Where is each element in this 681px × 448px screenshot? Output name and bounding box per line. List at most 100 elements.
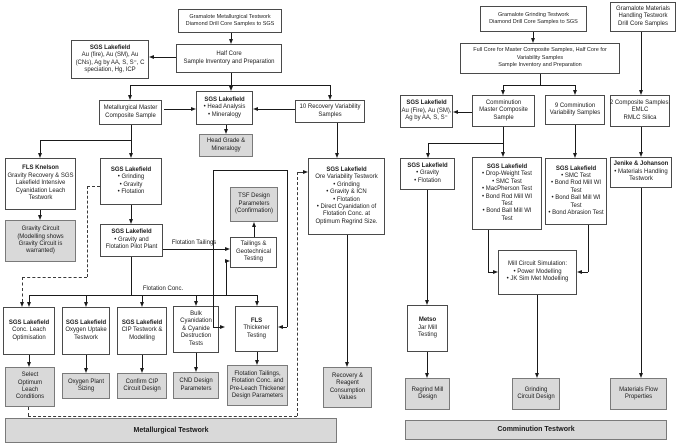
arrowhead (253, 106, 258, 111)
box-line: Ag by AA, S, S⁼ (405, 115, 448, 122)
box-title: SGS Lakefield (406, 100, 447, 107)
connector-line (196, 353, 197, 367)
box-line: CIP Testwork & (121, 327, 163, 334)
arrowhead (225, 258, 230, 263)
arrowhead (37, 215, 42, 220)
box-line: Test (501, 200, 513, 207)
arrowhead (228, 86, 233, 91)
arrowhead (139, 302, 144, 307)
arrowhead (254, 301, 259, 306)
connector-line (40, 210, 41, 215)
box-line: Bulk (190, 310, 202, 317)
box-line: Samples (318, 111, 342, 118)
edge-label-flotation-tailings: Flotation Tailings (171, 240, 217, 246)
arrowhead (83, 302, 88, 307)
arrowhead (254, 360, 259, 365)
box-line: Testwork (74, 334, 98, 341)
box-line: • Gravity (416, 170, 439, 177)
met-bar-bar: Metallurgical Testwork (5, 418, 337, 443)
box-title: SGS Lakefield (8, 319, 50, 326)
box-line: Leach (21, 387, 39, 393)
box-line: Testwork (28, 195, 53, 202)
box-line: Cyanidation (180, 318, 212, 325)
connector-line (428, 143, 503, 144)
ggf-box: SGS Lakefield• Grinding• Gravity• Flotat… (100, 158, 162, 205)
box-line: (Modelling shows (17, 233, 64, 240)
box-line: Au (fire), Au (SM), Au (81, 52, 139, 59)
connector-line (196, 295, 197, 301)
connector-line (458, 112, 472, 113)
box-line: Master Composite (479, 107, 528, 114)
box-line: Diamond Drill Core Samples to SGS (185, 21, 275, 27)
arrowhead (493, 269, 498, 274)
arrowhead (424, 373, 429, 378)
box-line: Au (Fire), Au (SM), (401, 107, 452, 114)
box-title: SGS Lakefield (326, 166, 367, 173)
connector-line (257, 295, 258, 301)
connector-line (427, 352, 428, 373)
box-line: Conc. Leach (12, 327, 46, 334)
box-line: • Bond Abrasion Test (548, 210, 604, 217)
box-line: Lakefield Intensive (15, 180, 66, 187)
box-line: Composite Sample (105, 112, 156, 119)
box-line: Thickener (243, 325, 270, 332)
box-line: Full Core for Master Composite Samples, … (473, 47, 607, 54)
box-line: 9 Comminution (554, 102, 596, 109)
mill-sim-box: Mill Circuit Simulation:• Power Modellin… (498, 250, 577, 295)
connector-line (131, 140, 132, 153)
box-line: Circuit Design (517, 394, 555, 400)
box-line: Testing (243, 256, 263, 263)
box-line: • Gravity (119, 181, 143, 188)
box-line: Half Core (216, 51, 242, 58)
arrowhead (193, 301, 198, 306)
box-line: Testwork (629, 176, 653, 183)
box-line: • Flotation (414, 177, 441, 184)
arrowhead (453, 109, 458, 114)
connector-line (163, 249, 225, 250)
connector-line (258, 109, 295, 110)
box-line: Test (570, 202, 582, 209)
box-line: • Head Analysis (203, 104, 246, 111)
box-line: Oxygen Uptake (65, 327, 107, 334)
box-title: Comminution Testwork (497, 426, 575, 434)
box-line: Geotechnical (235, 248, 272, 255)
connector-line (488, 230, 489, 272)
box-line: Regrind Mill (411, 386, 444, 393)
box-line: • Bond Rod Mill WI (550, 180, 602, 187)
dashed-connector-line (297, 172, 303, 173)
arrowhead (572, 153, 577, 158)
arrowhead (37, 153, 42, 158)
arrowhead (424, 300, 429, 305)
arrowhead (149, 54, 154, 59)
box-line: Gramalote Metallurgical Testwork (189, 13, 271, 20)
dashed-connector-line (297, 172, 298, 416)
arrowhead (19, 302, 24, 307)
box-title: SGS Lakefield (89, 44, 131, 51)
connector-line (40, 140, 131, 141)
connector-line (142, 355, 143, 368)
connector-line (540, 74, 541, 85)
box-line: • Grinding (333, 181, 360, 188)
head-grade-box: Head Grade &Mineralogy (199, 134, 253, 157)
connector-line (226, 125, 227, 130)
box-line: (Confirmation) (234, 208, 273, 215)
box-line: • Bond Rod Mill WI (481, 193, 533, 200)
box-title: SGS Lakefield (486, 163, 528, 170)
box-line: • Direct Cyanidation of (316, 203, 377, 210)
drop-weight-box: SGS Lakefield• Drop-Weight Test• SMC Tes… (472, 157, 542, 230)
box-line: Flotation Conc. at (322, 211, 371, 218)
box-line: Gravity Circuit (21, 226, 60, 233)
box-line: • Bond Ball Mill WI (551, 195, 601, 202)
